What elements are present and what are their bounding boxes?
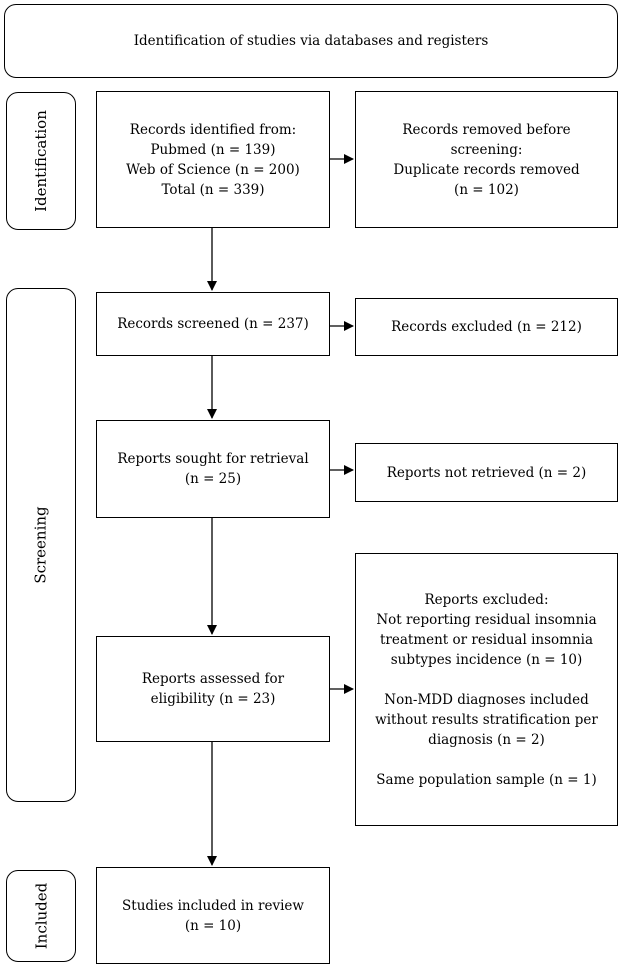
reports-assessed-line: Reports assessed for	[141, 671, 285, 687]
records-identified-box: Records identified from: Pubmed (n = 139…	[96, 91, 330, 228]
exclusion-reason-line: diagnosis (n = 2)	[428, 731, 545, 748]
records-identified-line: Total (n = 339)	[161, 181, 265, 198]
reports-not-retrieved-box: Reports not retrieved (n = 2)	[355, 443, 618, 502]
phase-included: Included	[6, 870, 76, 962]
exclusion-reason-line: treatment or residual insomnia	[379, 631, 594, 648]
exclusion-reason-line: without results stratification per	[375, 711, 598, 728]
exclusion-reason-line: Not reporting residual insomnia	[376, 611, 597, 628]
exclusion-reason-line: Non-MDD diagnoses included	[384, 691, 589, 708]
records-screened-box: Records screened (n = 237)	[96, 292, 330, 356]
records-removed-line: Records removed before	[402, 121, 571, 138]
records-identified-line: Records identified from:	[129, 121, 297, 138]
header-text: Identification of studies via databases …	[133, 33, 489, 49]
records-excluded-box: Records excluded (n = 212)	[355, 298, 618, 356]
records-excluded-text: Records excluded (n = 212)	[391, 319, 582, 335]
exclusion-reason-line: subtypes incidence (n = 10)	[390, 651, 583, 668]
studies-included-line: Studies included in review	[122, 897, 304, 914]
studies-included-line: (n = 10)	[184, 917, 242, 934]
records-identified-line: Pubmed (n = 139)	[150, 141, 276, 158]
records-screened-text: Records screened (n = 237)	[117, 316, 309, 332]
phase-screening: Screening	[6, 288, 76, 802]
records-identified-line: Web of Science (n = 200)	[126, 161, 300, 178]
reports-sought-line: Reports sought for retrieval	[117, 451, 309, 467]
exclusion-reason-line: Same population sample (n = 1)	[376, 771, 597, 788]
reports-assessed-box: Reports assessed for eligibility (n = 23…	[96, 636, 330, 742]
records-removed-line: Duplicate records removed	[393, 161, 580, 178]
reports-assessed-line: eligibility (n = 23)	[150, 691, 276, 707]
records-removed-line: (n = 102)	[454, 181, 519, 198]
phase-identification: Identification	[6, 92, 76, 230]
reports-not-retrieved-text: Reports not retrieved (n = 2)	[386, 464, 587, 481]
records-removed-box: Records removed before screening: Duplic…	[355, 91, 618, 228]
reports-excluded-box: Reports excluded: Not reporting residual…	[355, 553, 618, 826]
header-box: Identification of studies via databases …	[4, 4, 618, 78]
studies-included-box: Studies included in review (n = 10)	[96, 867, 330, 964]
reports-sought-box: Reports sought for retrieval (n = 25)	[96, 420, 330, 518]
reports-sought-line: (n = 25)	[184, 471, 242, 487]
records-removed-line: screening:	[450, 141, 523, 158]
reports-excluded-title: Reports excluded:	[424, 591, 549, 608]
